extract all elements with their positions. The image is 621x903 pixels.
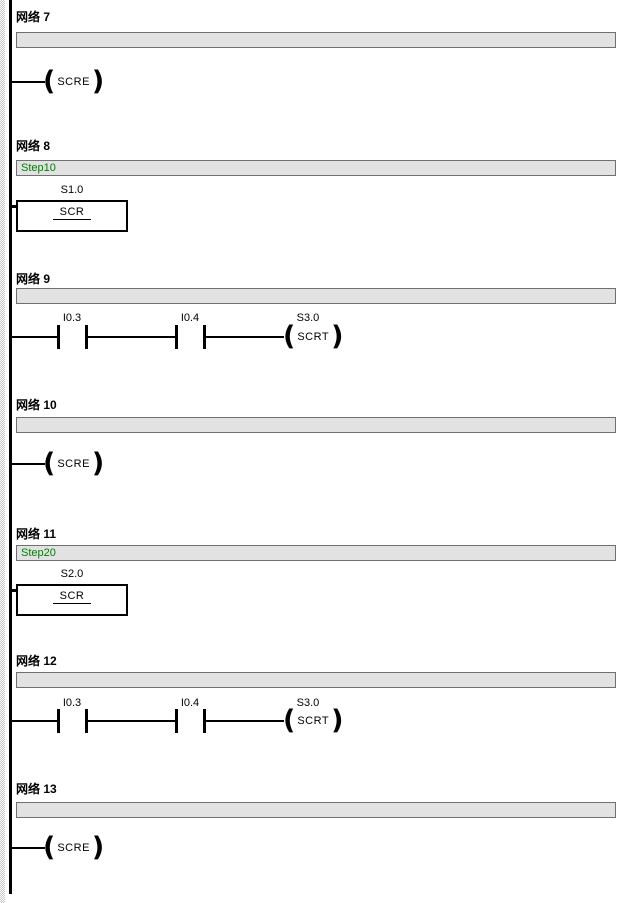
network-9-title[interactable]: 网络 9 xyxy=(16,272,51,286)
wire-horizontal xyxy=(88,720,175,722)
contact-bar-icon xyxy=(85,325,88,349)
power-rail xyxy=(9,0,12,894)
contact-normally-open[interactable] xyxy=(175,709,206,733)
coil-open-paren-icon: ( xyxy=(43,832,56,863)
coil-close-paren-icon: ) xyxy=(331,705,344,736)
contact-normally-open[interactable] xyxy=(57,325,88,349)
coil-open-paren-icon: ( xyxy=(43,448,56,479)
coil-label: SCRT xyxy=(297,331,330,343)
network-13-title[interactable]: 网络 13 xyxy=(16,782,57,796)
contact-operand[interactable]: I0.4 xyxy=(180,312,200,324)
network-9-comment-bar[interactable] xyxy=(16,288,616,304)
coil-close-paren-icon: ) xyxy=(91,66,105,97)
coil-open-paren-icon: ( xyxy=(283,705,296,736)
contact-operand[interactable]: I0.4 xyxy=(180,697,200,709)
contact-normally-open[interactable] xyxy=(175,325,206,349)
contact-bar-icon xyxy=(85,709,88,733)
contact-bar-icon xyxy=(175,709,178,733)
network-12-comment-bar[interactable] xyxy=(16,672,616,688)
coil-label: SCRT xyxy=(297,715,330,727)
wire-stub xyxy=(9,205,19,208)
contact-bar-icon xyxy=(203,325,206,349)
coil-close-paren-icon: ) xyxy=(91,832,105,863)
coil-label: SCRE xyxy=(57,842,90,854)
scr-box[interactable]: SCR xyxy=(16,200,128,232)
network-8-comment: Step10 xyxy=(21,162,56,174)
wire-horizontal xyxy=(206,336,284,338)
network-10-comment-bar[interactable] xyxy=(16,417,616,433)
coil-label: SCRE xyxy=(57,458,90,470)
wire-horizontal xyxy=(11,463,45,465)
network-7-comment-bar[interactable] xyxy=(16,32,616,48)
contact-bar-icon xyxy=(57,709,60,733)
contact-operand[interactable]: I0.3 xyxy=(62,312,82,324)
network-8-title[interactable]: 网络 8 xyxy=(16,139,51,153)
network-13-comment-bar[interactable] xyxy=(16,802,616,818)
scr-box-mnemonic: SCR xyxy=(52,590,92,604)
coil-scre[interactable]: ( SCRE ) xyxy=(43,832,105,863)
contact-bar-icon xyxy=(203,709,206,733)
coil-operand[interactable]: S3.0 xyxy=(296,697,320,709)
coil-operand[interactable]: S3.0 xyxy=(296,312,320,324)
coil-scre[interactable]: ( SCRE ) xyxy=(43,448,105,479)
wire-horizontal xyxy=(11,336,57,338)
scr-box[interactable]: SCR xyxy=(16,584,128,616)
contact-bar-icon xyxy=(175,325,178,349)
wire-horizontal xyxy=(206,720,284,722)
contact-bar-icon xyxy=(57,325,60,349)
network-11-comment-bar[interactable]: Step20 xyxy=(16,545,616,561)
coil-close-paren-icon: ) xyxy=(331,321,344,352)
network-7-title[interactable]: 网络 7 xyxy=(16,10,51,24)
contact-normally-open[interactable] xyxy=(57,709,88,733)
wire-horizontal xyxy=(11,847,45,849)
coil-scre[interactable]: ( SCRE ) xyxy=(43,66,105,97)
network-11-comment: Step20 xyxy=(21,547,56,559)
wire-horizontal xyxy=(11,720,57,722)
wire-horizontal xyxy=(88,336,175,338)
network-10-title[interactable]: 网络 10 xyxy=(16,398,57,412)
network-8-comment-bar[interactable]: Step10 xyxy=(16,160,616,176)
wire-horizontal xyxy=(11,81,45,83)
contact-operand[interactable]: I0.3 xyxy=(62,697,82,709)
coil-scrt[interactable]: ( SCRT ) xyxy=(283,321,344,352)
coil-label: SCRE xyxy=(57,76,90,88)
network-12-title[interactable]: 网络 12 xyxy=(16,654,57,668)
scr-box-operand[interactable]: S2.0 xyxy=(60,568,84,580)
window-edge-dither xyxy=(0,0,5,903)
network-11-title[interactable]: 网络 11 xyxy=(16,527,57,541)
coil-close-paren-icon: ) xyxy=(91,448,105,479)
scr-box-operand[interactable]: S1.0 xyxy=(60,184,84,196)
coil-open-paren-icon: ( xyxy=(283,321,296,352)
scr-box-mnemonic: SCR xyxy=(52,206,92,220)
coil-open-paren-icon: ( xyxy=(43,66,56,97)
wire-stub xyxy=(9,589,19,592)
coil-scrt[interactable]: ( SCRT ) xyxy=(283,705,344,736)
